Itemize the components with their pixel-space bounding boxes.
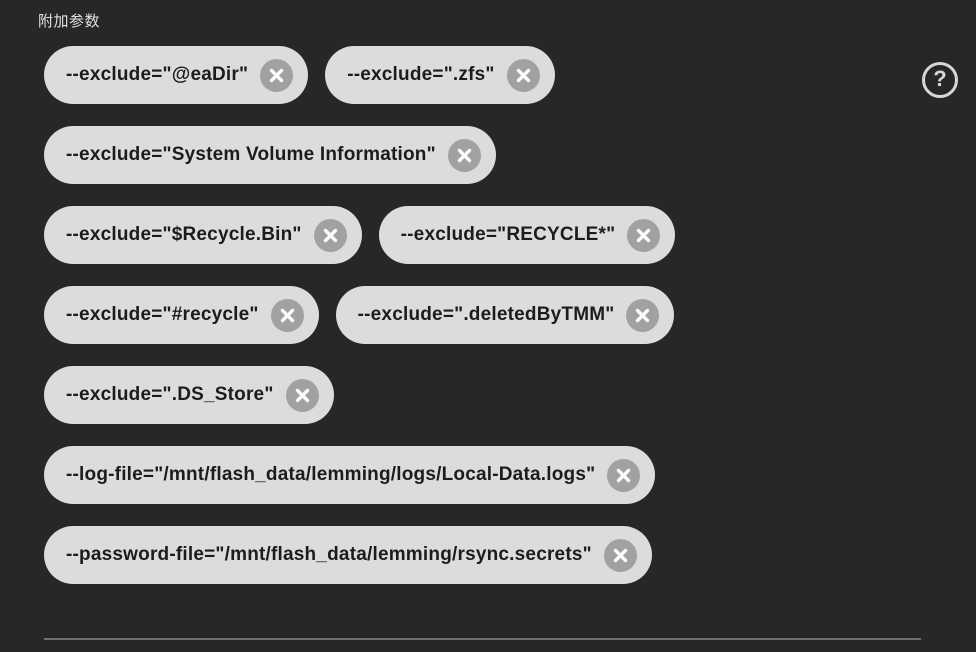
parameter-chip: --exclude="@eaDir" xyxy=(44,46,309,104)
remove-chip-button[interactable] xyxy=(447,138,481,172)
parameter-chip-label: --exclude="@eaDir" xyxy=(66,64,249,85)
x-icon xyxy=(613,548,628,562)
chip-row: --exclude="#recycle" --exclude=".deleted… xyxy=(44,286,675,344)
section-label: 附加参数 xyxy=(38,13,101,30)
parameter-chip: --exclude=".zfs" xyxy=(325,46,555,104)
chip-row: --exclude="System Volume Information" xyxy=(44,126,675,184)
parameter-chip-label: --exclude=".zfs" xyxy=(347,64,495,85)
remove-chip-button[interactable] xyxy=(627,218,661,252)
parameter-chip-label: --exclude="System Volume Information" xyxy=(66,144,436,165)
question-mark-icon: ? xyxy=(933,66,947,91)
x-icon xyxy=(269,68,284,82)
x-icon xyxy=(280,308,294,322)
parameter-chip: --exclude=".DS_Store" xyxy=(44,366,334,424)
x-icon xyxy=(295,388,309,402)
parameter-chip-label: --exclude=".deletedByTMM" xyxy=(357,304,615,325)
parameter-chip: --exclude="System Volume Information" xyxy=(44,126,496,184)
chip-row: --log-file="/mnt/flash_data/lemming/logs… xyxy=(44,446,675,504)
remove-chip-button[interactable] xyxy=(313,218,347,252)
bottom-divider xyxy=(44,638,921,640)
chip-row: --exclude="@eaDir" --exclude=".zfs" xyxy=(44,46,675,104)
parameter-chip: --exclude="#recycle" xyxy=(44,286,319,344)
remove-chip-button[interactable] xyxy=(603,538,637,572)
parameter-chip: --exclude=".deletedByTMM" xyxy=(335,286,675,344)
x-icon xyxy=(636,308,650,322)
remove-chip-button[interactable] xyxy=(260,58,294,92)
help-button[interactable]: ? xyxy=(922,62,958,98)
parameter-chip-label: --exclude=".DS_Store" xyxy=(66,384,274,405)
parameter-chip-label: --password-file="/mnt/flash_data/lemming… xyxy=(66,544,592,565)
chip-row: --exclude="$Recycle.Bin" --exclude="RECY… xyxy=(44,206,676,264)
x-icon xyxy=(637,228,651,242)
parameter-chip: --exclude="RECYCLE*" xyxy=(378,206,676,264)
parameter-chip: --log-file="/mnt/flash_data/lemming/logs… xyxy=(44,446,656,504)
parameter-chip-label: --exclude="#recycle" xyxy=(66,304,259,325)
chip-row: --password-file="/mnt/flash_data/lemming… xyxy=(44,526,675,584)
parameter-chip: --password-file="/mnt/flash_data/lemming… xyxy=(44,526,652,584)
remove-chip-button[interactable] xyxy=(607,458,641,492)
parameter-chip: --exclude="$Recycle.Bin" xyxy=(44,206,362,264)
parameter-chip-label: --exclude="$Recycle.Bin" xyxy=(66,224,302,245)
x-icon xyxy=(323,228,337,242)
remove-chip-button[interactable] xyxy=(270,298,304,332)
parameter-chip-label: --exclude="RECYCLE*" xyxy=(400,224,616,245)
parameter-chip-list: --exclude="@eaDir" --exclude=".zfs" --ex… xyxy=(44,46,676,584)
remove-chip-button[interactable] xyxy=(626,298,660,332)
x-icon xyxy=(617,468,631,482)
x-icon xyxy=(516,68,530,82)
parameter-chip-label: --log-file="/mnt/flash_data/lemming/logs… xyxy=(66,464,596,485)
remove-chip-button[interactable] xyxy=(506,58,540,92)
remove-chip-button[interactable] xyxy=(285,378,319,412)
chip-row: --exclude=".DS_Store" xyxy=(44,366,675,424)
x-icon xyxy=(457,148,471,162)
